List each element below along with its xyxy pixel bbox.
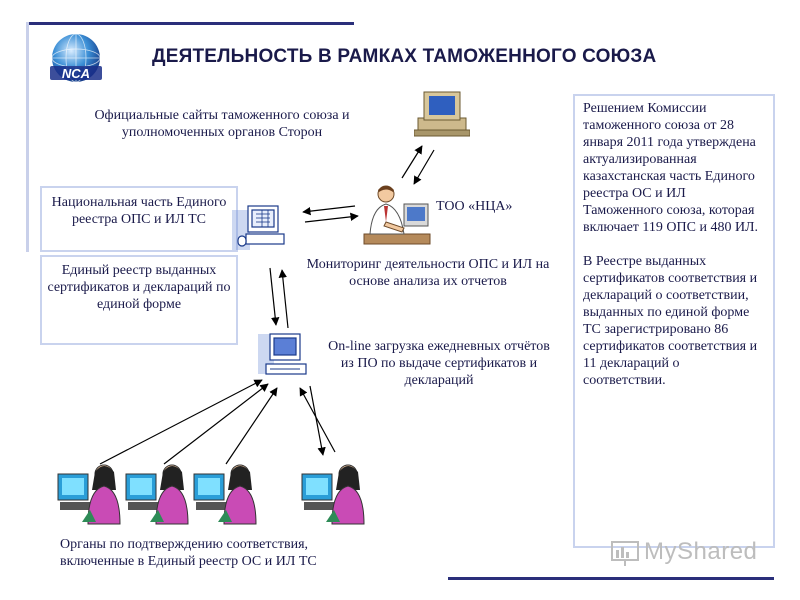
page-title: ДЕЯТЕЛЬНОСТЬ В РАМКАХ ТАМОЖЕННОГО СОЮЗА	[152, 46, 657, 67]
watermark-icon	[611, 541, 639, 566]
too-nca-label: ТОО «НЦА»	[436, 199, 513, 214]
frame-top-line	[26, 22, 354, 25]
server-computer-icon	[232, 205, 285, 250]
national-part-box: Национальная часть Единого реестра ОПС и…	[40, 186, 238, 252]
frame-left-line	[26, 22, 29, 252]
logo-text: NCA	[62, 66, 90, 81]
operator-icon	[125, 464, 189, 525]
desktop-computer-icon	[414, 91, 470, 137]
network-computer-icon	[258, 333, 307, 375]
operator-icon	[301, 464, 365, 525]
unified-register-box: Единый реестр выданных сертификатов и де…	[40, 255, 238, 345]
info-paragraph-1: Решением Комиссии таможенного союза от 2…	[583, 101, 759, 235]
businessman-icon	[363, 185, 431, 245]
frame-bottom-line	[448, 577, 774, 580]
info-panel: Решением Комиссии таможенного союза от 2…	[573, 94, 775, 548]
online-upload-label: On-line загрузка ежедневных отчётов из П…	[328, 339, 550, 388]
bodies-label: Органы по подтверждению соответствия, вк…	[60, 537, 317, 569]
official-sites-label: Официальные сайты таможенного союза и уп…	[94, 108, 350, 140]
nca-logo: NCA	[50, 33, 102, 83]
operator-icon	[193, 464, 257, 525]
monitoring-label: Мониторинг деятельности ОПС и ИЛ на осно…	[306, 257, 550, 289]
watermark-text: MyShared	[644, 538, 758, 565]
info-paragraph-2: В Реестре выданных сертификатов соответс…	[583, 254, 758, 388]
operator-icon	[57, 464, 121, 525]
